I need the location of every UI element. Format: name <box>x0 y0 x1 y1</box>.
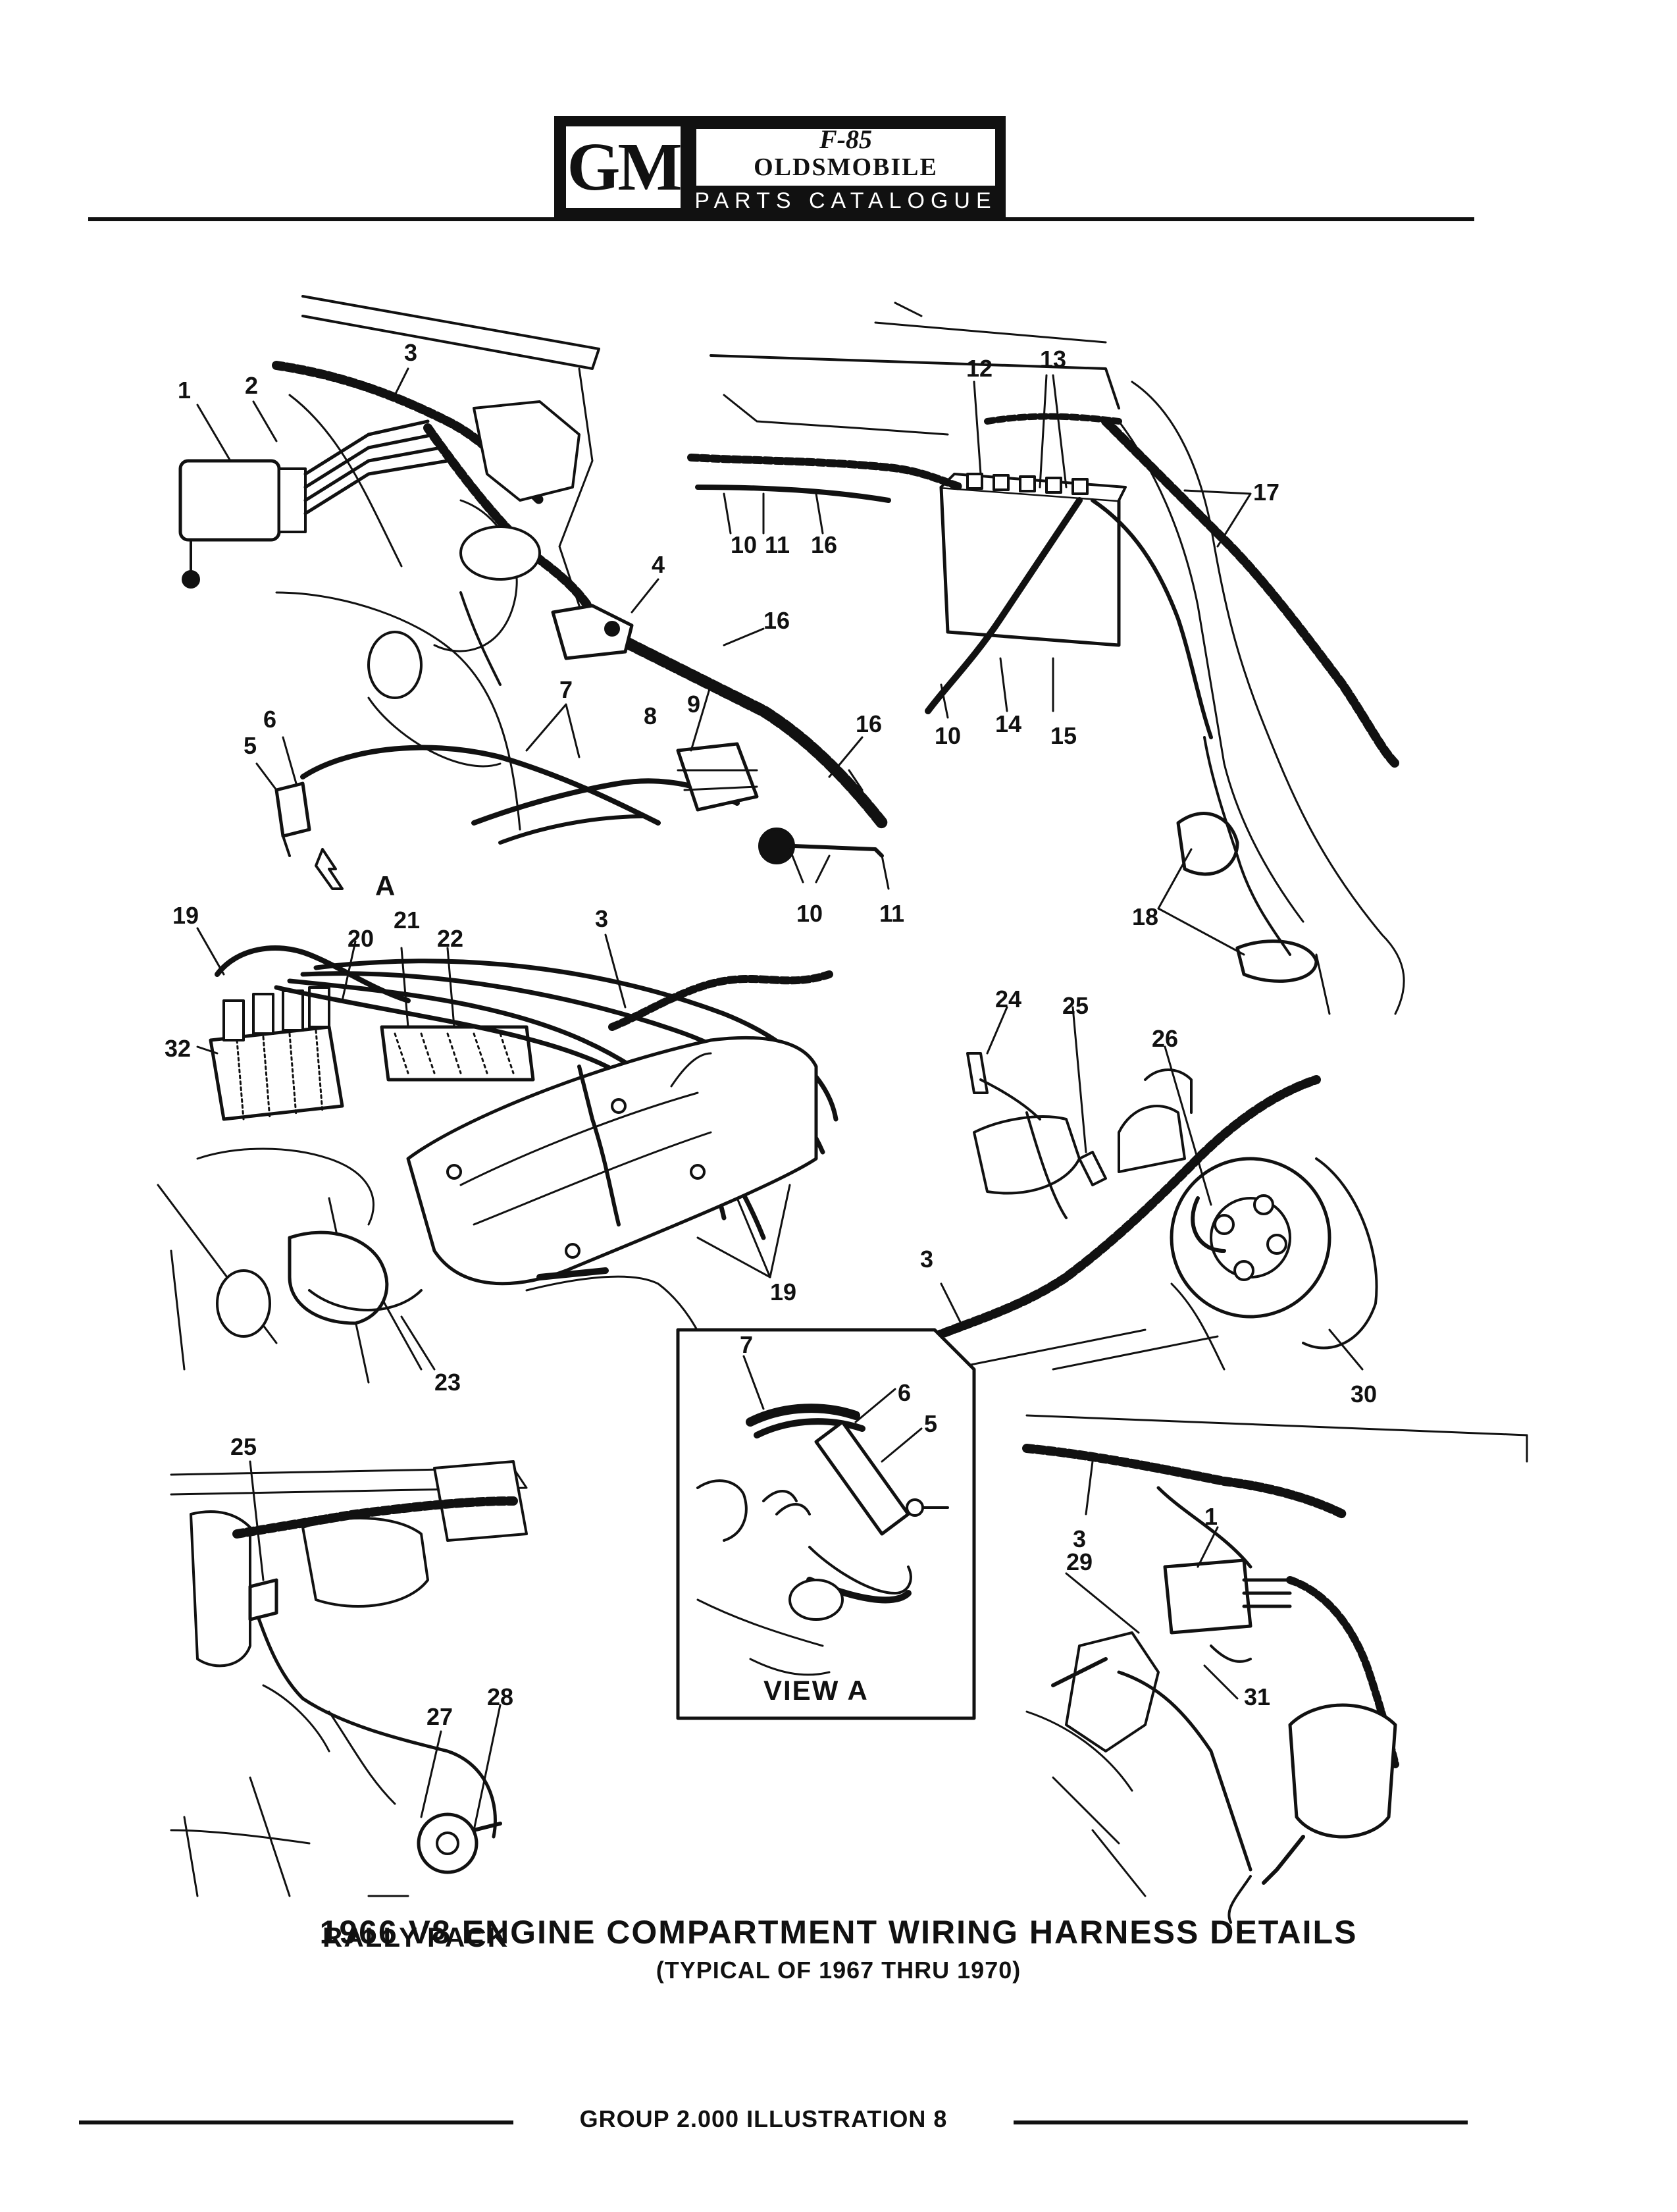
callout-3b: 3 <box>595 905 608 932</box>
view-a-label: VIEW A <box>763 1675 869 1706</box>
panel-view-a <box>676 1328 976 1720</box>
callout-20: 20 <box>348 925 374 952</box>
callout-28: 28 <box>487 1683 513 1710</box>
callout-4: 4 <box>652 551 665 578</box>
callout-3c: 3 <box>920 1246 933 1273</box>
callout-1b: 1 <box>1204 1503 1218 1530</box>
panel-top-right-battery <box>687 302 1405 1015</box>
callout-25: 25 <box>1062 992 1089 1019</box>
callout-7: 7 <box>559 676 573 703</box>
battery <box>939 485 1121 647</box>
panel-rally-pack <box>170 1460 528 1897</box>
model-name: F-85 <box>819 124 872 154</box>
panel-middle-left-distributor <box>157 945 838 1384</box>
callout-23: 23 <box>434 1369 461 1396</box>
callout-13: 13 <box>1040 346 1066 373</box>
panel-top-left-engine <box>178 295 888 890</box>
callout-15: 15 <box>1050 722 1077 749</box>
callout-7b: 7 <box>740 1331 753 1358</box>
callout-numbers: 1 2 3 4 5 6 7 8 9 10 11 16 16 16 10 11 1… <box>165 339 1377 1730</box>
horn-lower <box>1235 939 1318 983</box>
callout-31: 31 <box>1244 1683 1270 1710</box>
callout-6b: 6 <box>898 1379 911 1406</box>
rally-pack-label: RALLY PACK <box>322 1922 509 1953</box>
panel-middle-right-alternator <box>930 1052 1378 1371</box>
callout-24: 24 <box>995 986 1021 1013</box>
voltage-regulator-alt <box>1163 1558 1252 1635</box>
callout-16b: 16 <box>763 607 790 634</box>
callout-29: 29 <box>1066 1548 1093 1575</box>
callout-leader-lines <box>196 367 1364 1831</box>
callout-10: 10 <box>731 531 757 558</box>
gm-logo: GM <box>563 124 683 211</box>
callout-6: 6 <box>263 706 276 733</box>
callout-32: 32 <box>165 1035 191 1062</box>
valve-cover <box>406 1036 818 1286</box>
page-title: 1966 V8 ENGINE COMPARTMENT WIRING HARNES… <box>319 1914 1358 1951</box>
callout-9: 9 <box>687 691 700 718</box>
callout-5: 5 <box>244 732 257 759</box>
callout-2: 2 <box>245 372 258 399</box>
callout-10b: 10 <box>796 900 823 927</box>
voltage-regulator <box>178 459 281 542</box>
callout-1: 1 <box>178 377 191 404</box>
callout-8: 8 <box>644 702 657 729</box>
callout-11b: 11 <box>879 900 904 927</box>
callout-17: 17 <box>1253 479 1279 506</box>
callout-11: 11 <box>765 531 790 558</box>
callout-25b: 25 <box>230 1433 257 1460</box>
callout-12: 12 <box>966 355 993 382</box>
panel-bottom-right-regulator <box>1022 1414 1528 1924</box>
view-a-arrow-label: A <box>375 870 396 901</box>
gm-logo-text: GM <box>567 129 682 205</box>
callout-21: 21 <box>394 907 420 934</box>
callout-26: 26 <box>1152 1025 1178 1052</box>
callout-16c: 16 <box>856 710 882 737</box>
callout-19: 19 <box>172 902 199 929</box>
callout-14: 14 <box>995 710 1021 737</box>
callout-5b: 5 <box>924 1410 937 1437</box>
callout-18: 18 <box>1132 903 1158 930</box>
callout-22: 22 <box>437 925 463 952</box>
footer-rule-left <box>79 2120 513 2124</box>
page-subtitle: (TYPICAL OF 1967 THRU 1970) <box>656 1957 1021 1984</box>
group-illustration-number: GROUP 2.000 ILLUSTRATION 8 <box>579 2105 948 2132</box>
callout-27: 27 <box>426 1703 453 1730</box>
header-rule <box>88 217 1474 221</box>
callout-16: 16 <box>811 531 837 558</box>
make-name: OLDSMOBILE <box>754 153 938 181</box>
callout-3: 3 <box>404 339 417 366</box>
callout-10c: 10 <box>935 722 961 749</box>
catalog-title-box <box>696 129 995 186</box>
footer-rule-right <box>1014 2120 1468 2124</box>
catalog-name: PARTS CATALOGUE <box>694 188 997 213</box>
callout-19b: 19 <box>770 1278 796 1305</box>
callout-30: 30 <box>1351 1381 1377 1408</box>
callout-3d: 3 <box>1073 1525 1086 1552</box>
horn-upper <box>1176 812 1239 876</box>
